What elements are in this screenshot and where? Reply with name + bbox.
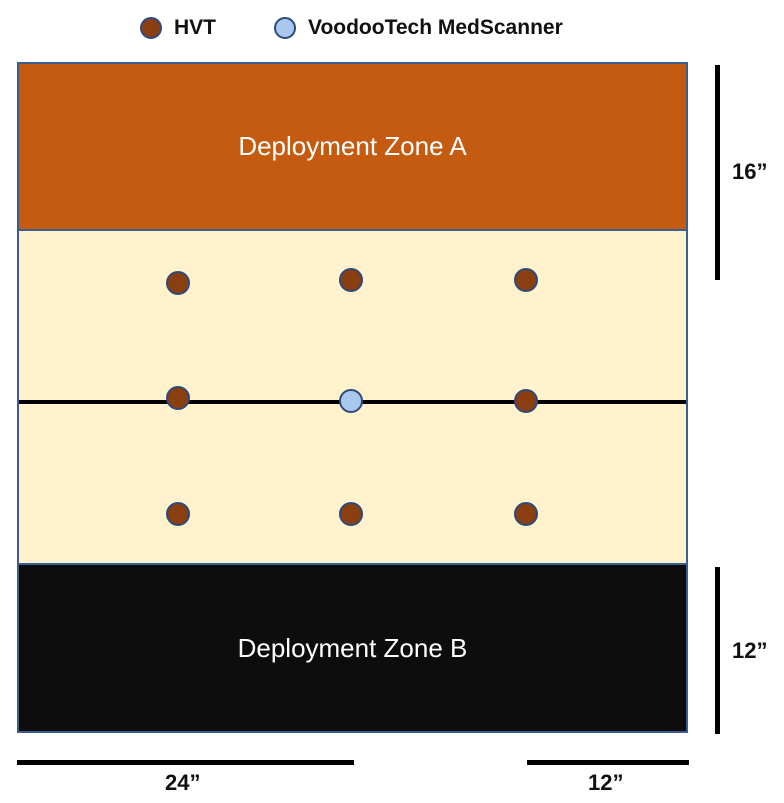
hvt-marker: [339, 502, 363, 526]
width-right-bar: [527, 760, 689, 765]
hvt-marker: [514, 502, 538, 526]
deployment-zone-a: Deployment Zone A: [19, 64, 686, 231]
zone-a-depth-label: 16”: [732, 159, 768, 184]
hvt-marker: [339, 268, 363, 292]
deployment-zone-b: Deployment Zone B: [19, 563, 686, 731]
medscanner-marker: [339, 389, 363, 413]
legend-hvt-label: HVT: [174, 16, 216, 39]
hvt-marker: [166, 502, 190, 526]
width-right-label: 12”: [588, 770, 624, 795]
game-board: Deployment Zone A Deployment Zone B: [17, 62, 688, 733]
deployment-zone-b-label: Deployment Zone B: [237, 632, 468, 663]
width-left-label: 24”: [165, 770, 201, 795]
deployment-zone-a-label: Deployment Zone A: [238, 131, 467, 161]
zone-b-depth-bar: [715, 567, 720, 734]
hvt-marker: [514, 389, 538, 413]
zone-b-depth-label: 12”: [732, 638, 768, 663]
hvt-marker: [514, 268, 538, 292]
legend-medscanner-icon: [274, 17, 296, 39]
width-left-bar: [17, 760, 354, 765]
zone-a-depth-bar: [715, 65, 720, 280]
hvt-marker: [166, 271, 190, 295]
legend-hvt-icon: [140, 17, 162, 39]
hvt-marker: [166, 386, 190, 410]
legend-medscanner-label: VoodooTech MedScanner: [308, 16, 563, 39]
